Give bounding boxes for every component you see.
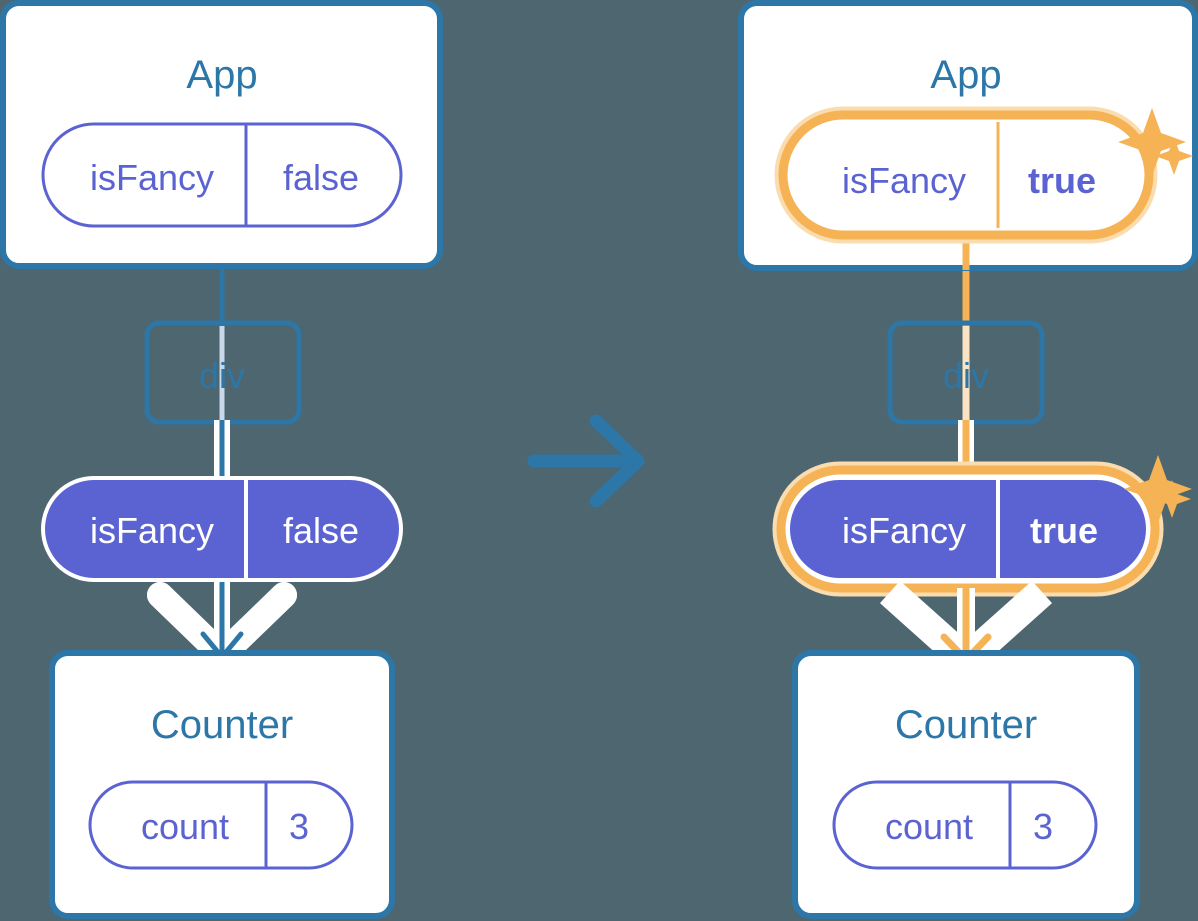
sparkle-icon-small [1155,137,1193,175]
left-counter-box: Counter count 3 [49,650,395,919]
left-counter-box-frame [49,650,395,919]
right-counter-state-pill-outline [832,780,1098,870]
left-app-state-value: false [283,157,359,198]
sparkle-icon-large [1124,455,1192,523]
right-prop-pill-key: isFancy [842,510,966,551]
left-counter-state-pill-outline [88,780,354,870]
right-prop-pill: isFancy true [772,461,1164,597]
right-counter-state-value: 3 [1033,806,1053,847]
left-app-state-pill-outline [41,122,403,228]
left-prop-pill-value: false [283,510,359,551]
sparkle-icon-small [1153,480,1191,518]
sparkle-icon-large [1118,108,1186,176]
right-div-node: div [887,320,1045,425]
right-counter-box: Counter count 3 [792,650,1140,919]
right-prop-pill-body [790,480,1146,578]
left-prop-pill-body [45,480,399,578]
left-app-box-title: App [186,53,257,97]
right-app-box-title: App [930,53,1001,97]
left-prop-pill-key: isFancy [90,510,214,551]
transition-arrow-right-icon [527,414,645,508]
left-app-box: App isFancy false [0,0,443,269]
left-div-node-label: div [199,355,245,396]
left-app-state-key: isFancy [90,157,214,198]
left-counter-box-title: Counter [151,703,293,747]
right-counter-box-title: Counter [895,703,1037,747]
right-counter-box-frame [792,650,1140,919]
right-counter-state-key: count [885,806,973,847]
right-app-box: App isFancy true [738,0,1198,271]
right-app-sparkle-icon [1118,108,1193,176]
right-app-state-key: isFancy [842,160,966,201]
right-prop-pill-value: true [1030,510,1098,551]
left-prop-pill: isFancy false [41,476,403,582]
left-prop-arrowhead [147,582,297,668]
left-counter-state-value: 3 [289,806,309,847]
right-div-node-label: div [943,355,989,396]
left-app-box-frame [0,0,443,269]
right-prop-sparkle-icon [1124,455,1192,523]
right-app-state-value: true [1028,160,1096,201]
left-counter-state-key: count [141,806,229,847]
left-div-node: div [144,320,302,425]
right-app-state-pill-highlight-ring [778,110,1154,240]
